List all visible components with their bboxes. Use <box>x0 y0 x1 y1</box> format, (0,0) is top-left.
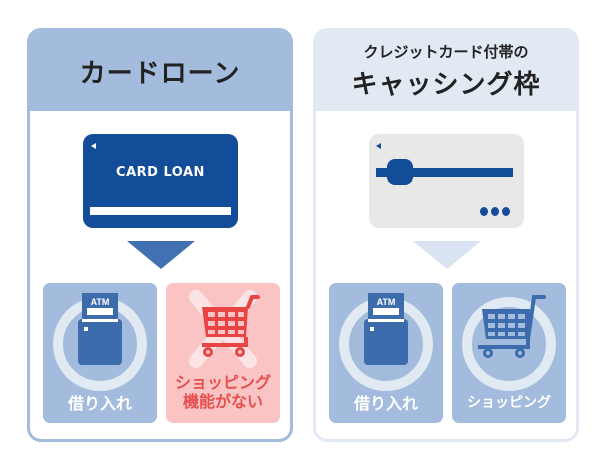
card-loan-title: カードローン <box>79 58 241 89</box>
card-stripe <box>376 168 513 177</box>
credit-card-illustration <box>369 134 524 228</box>
feature-tile-shopping-unavailable: ショッピング 機能がない <box>166 283 280 423</box>
down-arrow-icon <box>413 241 481 269</box>
feature-label-line2: 機能がない <box>182 392 263 411</box>
cashing-limit-panel: クレジットカード付帯の キャッシング枠 ATM 借り入れ <box>313 28 579 442</box>
card-notch-icon <box>376 143 381 149</box>
feature-tile-borrowing: ATM 借り入れ <box>43 283 157 423</box>
card-loan-header: カードローン <box>30 31 290 111</box>
ring-decoration <box>462 297 556 391</box>
cashing-limit-title: キャッシング枠 <box>351 70 541 100</box>
atm-icon: ATM <box>78 293 122 365</box>
card-loan-card-illustration: CARD LOAN <box>83 134 238 228</box>
feature-label-no-shopping: ショッピング 機能がない <box>166 373 280 411</box>
card-notch-icon <box>91 143 96 149</box>
shopping-cart-icon <box>478 295 546 358</box>
cashing-limit-subtitle: クレジットカード付帯の <box>363 43 529 61</box>
svg-text:ATM: ATM <box>377 297 396 307</box>
feature-label-line1: ショッピング <box>174 373 271 392</box>
cashing-limit-header: クレジットカード付帯の キャッシング枠 <box>316 31 576 111</box>
card-magnetic-strip <box>90 207 231 215</box>
feature-tile-shopping: ショッピング <box>452 283 566 423</box>
svg-text:ATM: ATM <box>91 297 110 307</box>
shopping-cart-crossed-icon <box>202 295 260 357</box>
down-arrow-icon <box>127 241 195 269</box>
card-loan-panel: カードローン CARD LOAN ATM 借り入れ <box>27 28 293 442</box>
feature-tile-borrowing: ATM 借り入れ <box>329 283 443 423</box>
card-dots-icon <box>480 207 510 216</box>
feature-label-borrowing: 借り入れ <box>353 394 418 413</box>
feature-label-borrowing: 借り入れ <box>67 394 132 413</box>
atm-icon: ATM <box>364 293 408 365</box>
feature-label-shopping: ショッピング <box>467 395 551 411</box>
card-loan-card-label: CARD LOAN <box>116 165 205 180</box>
card-chip-icon <box>387 159 413 185</box>
